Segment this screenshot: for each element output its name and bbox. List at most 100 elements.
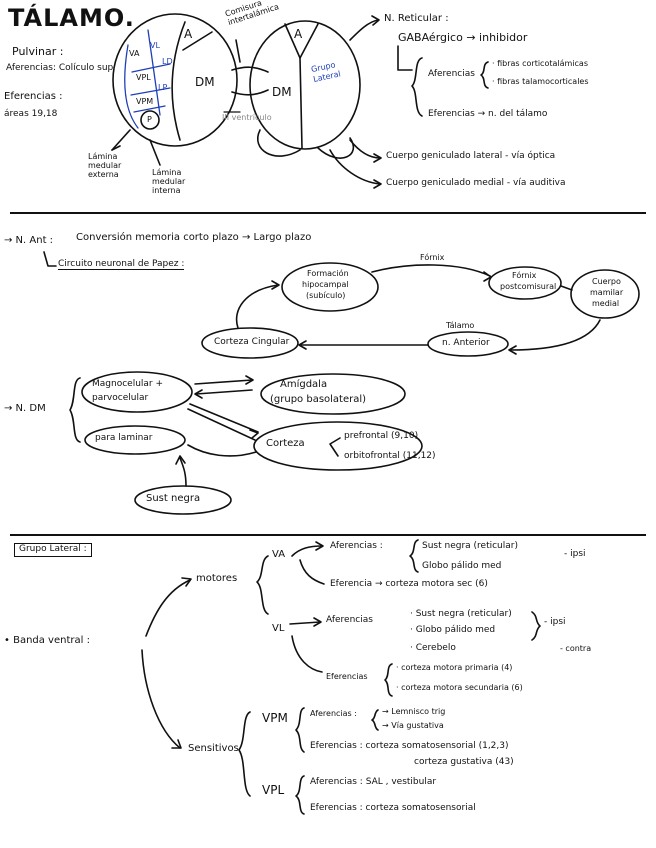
ventricle-label: III ventrículo [222,113,272,122]
internal-lamina-label: Lámina medular interna [152,168,186,196]
pulvinar-circle [140,110,160,130]
cingulate-to-hippocampus [235,284,279,329]
magno-line-2: parvocelular [92,393,149,403]
vpm-label: VPM [262,711,288,725]
vl-efferent-2: · corteza motora secundaria (6) [396,683,523,692]
reticular-hook [397,45,413,71]
reticular-afferent-2: · fibras talamocorticales [492,77,589,86]
n-anterior-node [427,331,509,357]
amygdala-line-1: Amígdala [280,379,328,390]
pulvinar-areas: áreas 19,18 [4,109,58,119]
vl-afferent-1: · Sust negra (reticular) [410,609,512,619]
nucleus-dm-left: DM [195,75,215,89]
mgn-arrow [329,149,381,185]
nuclei-divider-inner [147,29,161,116]
nucleus-ld: LD [162,57,173,66]
vpl-efferents: Eferencias : corteza somatosensorial [310,803,476,813]
cortex-fork [329,437,341,457]
vl-efferent-1: · corteza motora primaria (4) [396,663,513,672]
external-lamina-label: Lámina medular externa [88,152,122,180]
subst-nigra-label: Sust negra [146,493,201,504]
nigra-to-paralaminar [179,457,187,487]
vl-to-afferent [289,621,321,625]
va-afferent-2: Globo pálido med [422,561,502,571]
nucleus-p: P [147,115,152,124]
vpm-afferents: Aferencias : [310,709,357,718]
fornix-post-line-1: Fórnix [512,271,537,280]
sensitive-label: Sensitivos [188,743,239,754]
vl-label: VL [272,623,285,634]
vl-afferent-bracket [531,611,541,641]
section-divider-2 [10,534,646,536]
hippocampus-line-2: hipocampal [302,280,349,289]
vpm-efferents: Eferencias : corteza somatosensorial (1,… [310,741,509,751]
vl-efferent-brace [384,663,393,697]
paralaminar-label: para laminar [95,433,153,443]
va-brace [409,539,419,573]
magno-amygdala-arrow-1 [194,379,253,385]
left-thalamus-outline [112,13,238,147]
vpm-afferent-1: → Lemnisco trig [382,707,446,716]
paralaminar-node [84,425,186,455]
nucleus-a-left: A [184,27,193,41]
fornix-arrow [371,264,491,277]
dm-brace [69,377,81,443]
reticular-label: N. Reticular : [384,13,449,24]
reticular-afferents: Aferencias [428,69,475,79]
reticular-gaba: GABAérgico → inhibidor [398,31,528,44]
nucleus-va: VA [129,49,140,58]
section-divider-1 [10,212,646,214]
reticular-afferent-1: · fibras corticotalámicas [492,59,588,68]
amygdala-node [260,373,406,415]
vpm-afferent-2: → Vía gustativa [382,721,444,730]
lateral-geniculate-label: Cuerpo geniculado lateral - vía óptica [386,151,556,161]
va-afferent-1: Sust negra (reticular) [422,541,518,551]
ventral-band-to-motor [145,579,191,637]
fornix-post-line-2: postcomisural [500,282,557,291]
cingulate-label: Corteza Cingular [214,337,290,347]
page-title: TÁLAMO. [8,4,135,32]
mammillary-line-2: mamilar [590,288,624,297]
paralaminar-cortex-arrow [187,444,257,457]
hippocampus-node [281,262,379,312]
vpl-afferents: Aferencias : SAL , vestibular [310,777,437,787]
vpm-aff-brace [371,709,379,731]
vl-efferents: Eferencias [326,672,368,681]
vl-cerebellum-side: - contra [560,644,592,653]
motor-label: motores [196,573,238,584]
sensitive-brace [238,711,251,797]
internal-lamina-pointer [149,139,161,166]
pulvinar-efferents: Eferencias : [4,91,63,102]
vpl-label: VPL [262,783,285,797]
motor-brace [256,555,269,615]
anterior-description: Conversión memoria corto plazo → Largo p… [76,232,312,243]
commissure-pointer [235,39,241,63]
nuclei-divider-outer [124,44,139,129]
right-bottom-lobes [257,129,301,157]
vl-afferents: Aferencias [326,615,373,625]
right-thalamus-outline [249,20,361,150]
left-lamina-branch [182,31,213,51]
magno-line-1: Magnocelular + [92,379,164,389]
mammillary-line-3: medial [592,299,620,308]
hippocampus-line-1: Formación [307,269,349,278]
medial-geniculate-label: Cuerpo geniculado medial - vía auditiva [386,178,566,188]
fornix-post-node [488,266,562,300]
cortex-label: Corteza [266,438,305,449]
left-internal-lamina [171,21,186,141]
va-afferents: Aferencias : [330,541,383,551]
vl-afferent-3: · Cerebelo [410,643,456,653]
magno-node [81,371,193,413]
n-anterior-label: n. Anterior [442,338,490,348]
reticular-arrow [349,19,379,41]
va-to-efferent [299,559,325,585]
vl-to-efferent [291,635,323,673]
vpm-brace [295,707,305,753]
thalamus-label: Tálamo [446,321,475,330]
intertalamic-connection [231,66,269,73]
vpm-efferents-2: corteza gustativa (43) [414,757,514,767]
nucleus-vl: VL [150,41,160,50]
amygdala-line-2: (grupo basolateral) [270,394,367,405]
va-to-afferent [291,545,323,557]
vpl-brace [295,775,305,815]
